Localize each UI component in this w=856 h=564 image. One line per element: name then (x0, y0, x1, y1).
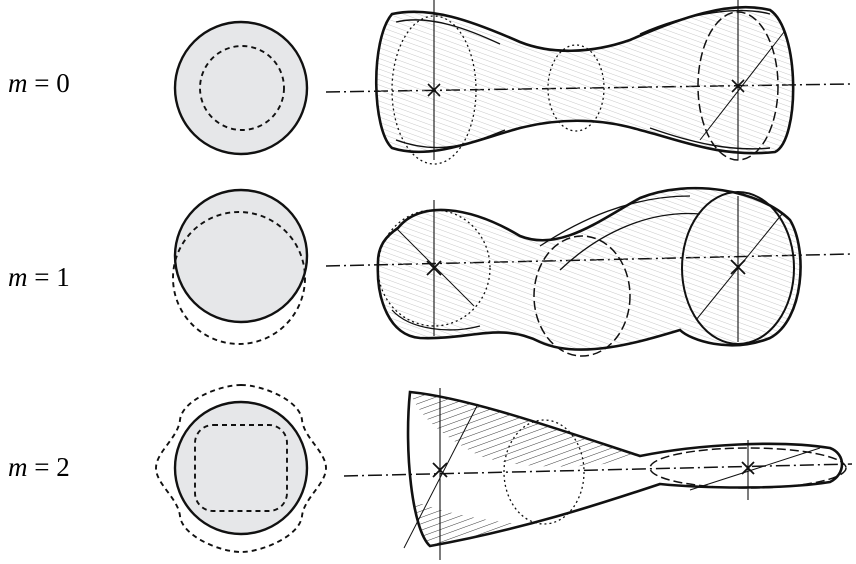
tube-outline (376, 7, 793, 153)
axis-line (344, 464, 852, 476)
cross-section-m0 (175, 22, 307, 154)
tube-hatching (410, 392, 640, 467)
cross-section-circle (175, 190, 307, 322)
construction-line (690, 448, 820, 490)
tube-hatching (412, 500, 520, 546)
tube-sketch-m0 (326, 0, 850, 164)
cross-section-m2 (156, 385, 326, 552)
tube-sketch-m1 (326, 188, 852, 356)
cross-section-m1 (173, 190, 307, 344)
tube-sketch-m2 (344, 388, 852, 560)
cross-section-circle (175, 22, 307, 154)
